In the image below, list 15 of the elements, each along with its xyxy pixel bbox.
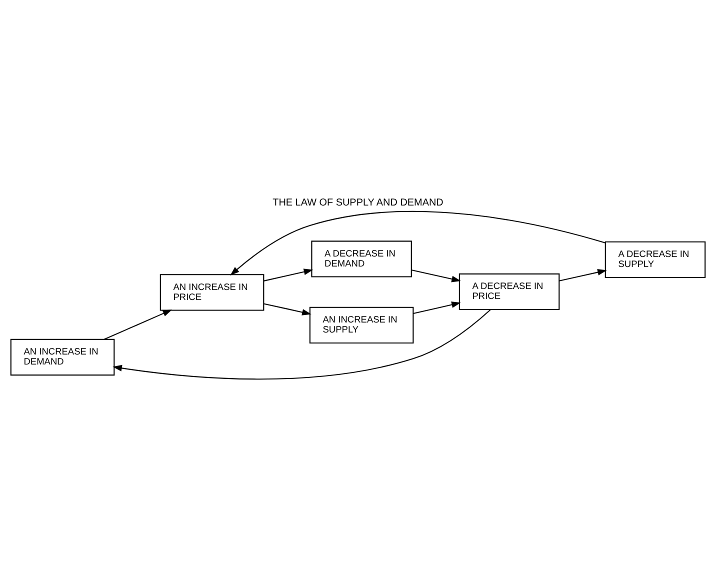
arrow [264, 303, 312, 316]
node-box: A DECREASE IN DEMAND [311, 240, 412, 278]
arrow [264, 268, 314, 282]
arrow [104, 310, 172, 340]
arrow [559, 269, 607, 282]
arrow [112, 309, 491, 380]
arrow [411, 269, 461, 282]
node-box: AN INCREASE IN DEMAND [10, 338, 115, 376]
arrow [413, 302, 461, 314]
arrow [230, 210, 606, 276]
node-box: A DECREASE IN PRICE [458, 273, 560, 310]
diagram-title: THE LAW OF SUPPLY AND DEMAND [272, 198, 444, 209]
node-box: A DECREASE IN SUPPLY [604, 241, 706, 278]
node-box: AN INCREASE IN SUPPLY [309, 306, 414, 344]
node-box: AN INCREASE IN PRICE [160, 274, 264, 311]
